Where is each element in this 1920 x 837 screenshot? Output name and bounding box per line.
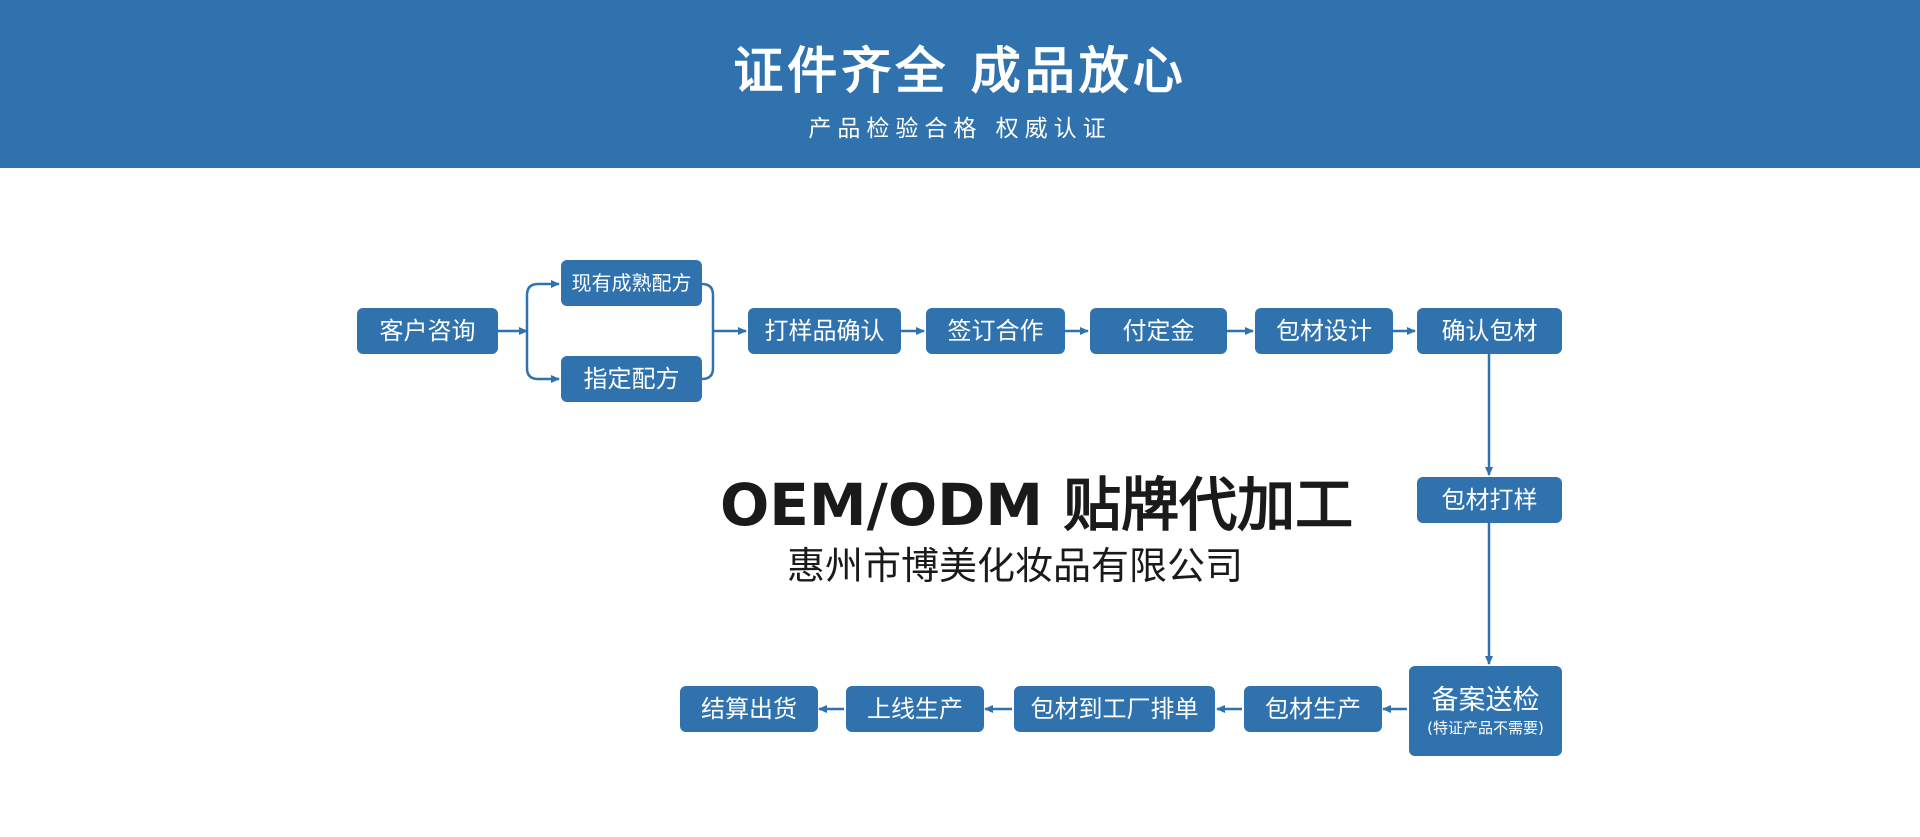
step-existing-formula: 现有成熟配方 [561,260,702,306]
step-label: 包材生产 [1265,695,1361,723]
step-specified-formula: 指定配方 [561,356,702,402]
step-filing-inspection: 备案送检 (特证产品不需要) [1409,666,1562,756]
step-confirm-packaging: 确认包材 [1417,308,1562,354]
step-settle-ship: 结算出货 [680,686,818,732]
step-production-line: 上线生产 [846,686,984,732]
step-label: 结算出货 [701,695,797,723]
header-banner: 证件齐全 成品放心 产品检验合格 权威认证 [0,0,1920,168]
step-label: 包材打样 [1441,486,1538,514]
connector-specified-merge [701,331,715,381]
connector-existing-merge [701,282,715,331]
step-label: 确认包材 [1441,317,1538,345]
step-label: 签订合作 [947,317,1044,345]
step-label: 打样品确认 [764,317,885,345]
step-sign-contract: 签订合作 [926,308,1065,354]
step-customer-consult: 客户咨询 [357,308,498,354]
step-label: 指定配方 [583,365,680,393]
banner-subtitle: 产品检验合格 权威认证 [808,116,1112,142]
step-packaging-sample: 包材打样 [1417,477,1562,523]
step-label: 付定金 [1122,317,1195,345]
step-pay-deposit: 付定金 [1090,308,1227,354]
banner-title: 证件齐全 成品放心 [733,42,1187,100]
step-packaging-production: 包材生产 [1244,686,1382,732]
connector-split-existing [525,280,560,331]
connector-split-specified [525,331,560,383]
step-label: 包材设计 [1276,317,1372,345]
center-title: OEM/ODM 贴牌代加工 [720,471,1354,539]
company-name: 惠州市博美化妆品有限公司 [787,544,1244,588]
step-packaging-design: 包材设计 [1255,308,1393,354]
step-label: 备案送检 [1431,685,1540,716]
step-packaging-to-factory: 包材到工厂排单 [1014,686,1215,732]
step-label: 现有成熟配方 [571,271,692,295]
step-label: 客户咨询 [379,317,476,345]
step-label: 上线生产 [867,695,963,723]
step-sample-confirm: 打样品确认 [748,308,901,354]
step-note: (特证产品不需要) [1427,719,1544,737]
step-label: 包材到工厂排单 [1030,695,1199,723]
